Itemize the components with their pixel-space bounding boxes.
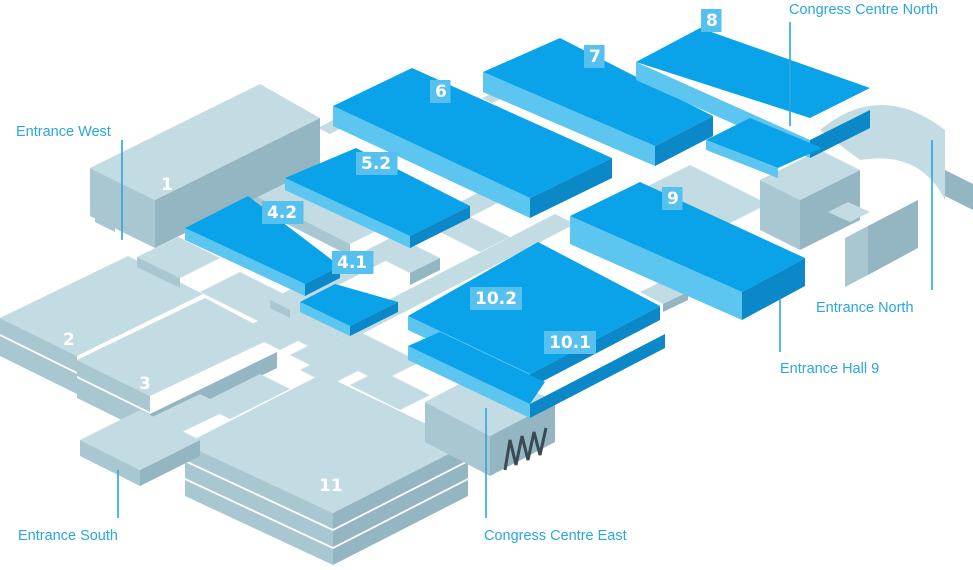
hall-10-1-tag: [544, 331, 596, 354]
hall-3-label[interactable]: 3: [139, 374, 151, 394]
congress-centre-north-label[interactable]: Congress Centre North: [789, 2, 938, 18]
hall-4-1-label[interactable]: 4.1: [337, 253, 367, 273]
hall-9-block[interactable]: [570, 182, 805, 320]
hall-9-label[interactable]: 9: [667, 189, 679, 209]
congress-centre-east-label[interactable]: Congress Centre East: [484, 528, 627, 544]
hall-4-1-block[interactable]: [300, 284, 398, 336]
hall-4-2-block[interactable]: [185, 196, 340, 296]
hall-1-label[interactable]: 1: [161, 175, 173, 195]
hall-7-tag: [584, 45, 605, 68]
entrance-west-label[interactable]: Entrance West: [16, 124, 111, 140]
hall-11-label[interactable]: 11: [319, 476, 343, 496]
hall-9-tag: [662, 187, 683, 210]
hall-10-2-label[interactable]: 10.2: [475, 289, 517, 309]
hall-4-2-label[interactable]: 4.2: [267, 203, 297, 223]
hall-8-block[interactable]: [636, 28, 870, 178]
hall-6-tag: [430, 80, 451, 103]
entrance-callouts: Entrance West Entrance South Congress Ce…: [16, 2, 938, 544]
hall-6-block[interactable]: [333, 68, 612, 218]
hall-10-1-block[interactable]: [408, 332, 665, 418]
hall-labels: 1 2 3 4.1 4.2 5.2 6 7 8 9 10.1 10.2 11: [63, 9, 722, 496]
highlighted-halls: [185, 28, 870, 418]
entrance-hall-9-label[interactable]: Entrance Hall 9: [780, 361, 879, 377]
hall-4-2-tag: [262, 201, 304, 224]
hall-7-label[interactable]: 7: [589, 47, 601, 67]
hall-5-2-tag: [356, 152, 398, 175]
hall-6-label[interactable]: 6: [435, 82, 447, 102]
entrance-south-label[interactable]: Entrance South: [18, 528, 118, 544]
hall-2-label[interactable]: 2: [63, 330, 75, 350]
hall-5-2-label[interactable]: 5.2: [361, 154, 391, 174]
hall-5-2-block[interactable]: [285, 148, 470, 248]
hall-8-tag: [701, 9, 722, 32]
entrance-north-label[interactable]: Entrance North: [816, 300, 914, 316]
hall-11-block[interactable]: [185, 374, 468, 565]
hall-2-block[interactable]: [0, 256, 203, 394]
hall-4-1-tag: [332, 251, 374, 274]
hall-10-2-tag: [470, 287, 522, 310]
hall-10-1-label[interactable]: 10.1: [549, 333, 591, 353]
hall-7-block[interactable]: [483, 38, 713, 166]
hall-8-label[interactable]: 8: [706, 11, 718, 31]
